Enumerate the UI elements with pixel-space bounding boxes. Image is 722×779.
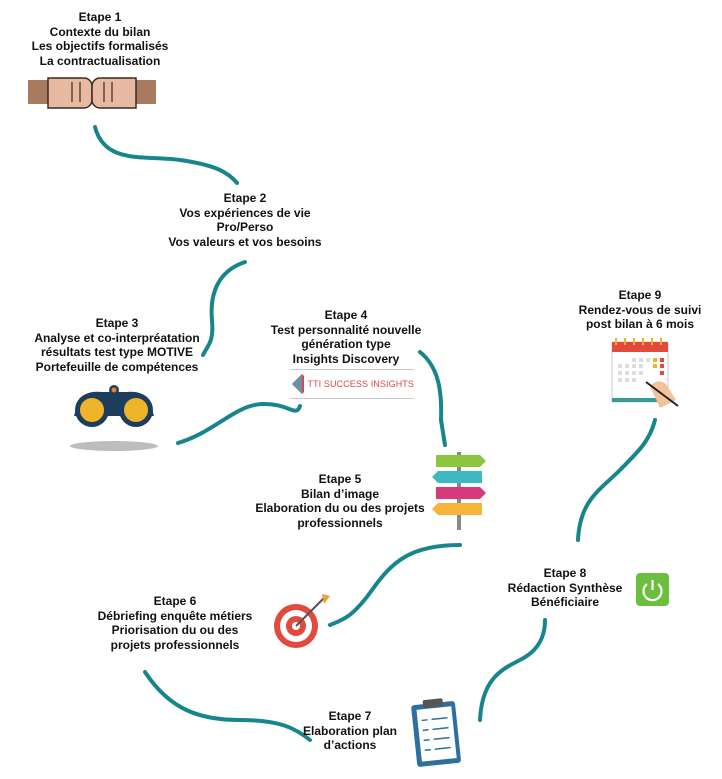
logo-text: TTI SUCCESS INSIGHTS <box>307 379 414 389</box>
step-line: Contexte du bilan <box>49 24 151 39</box>
step-line: Bilan d’image <box>300 486 380 501</box>
step-line: Priorisation du ou des <box>111 623 239 637</box>
step-line: Bénéficiaire <box>530 595 600 609</box>
step-9: Etape 9 Rendez-vous de suivi post bilan … <box>579 288 702 332</box>
checklist-clipboard-icon <box>411 698 461 767</box>
step-line: Pro/Perso <box>216 220 274 234</box>
connector-4-5 <box>418 350 447 447</box>
step-title: Etape 8 <box>543 566 587 580</box>
step-title: Etape 9 <box>618 288 662 302</box>
step-line: Vos expériences de vie <box>179 205 311 220</box>
connector-7-8 <box>478 618 547 722</box>
step-line: résultats test type MOTIVE <box>40 345 194 359</box>
step-1: Etape 1 Contexte du bilan Les objectifs … <box>32 10 169 68</box>
step-title: Etape 6 <box>153 594 197 608</box>
step-title: Etape 4 <box>324 308 368 322</box>
step-title: Etape 3 <box>95 316 139 330</box>
step-line: La contractualisation <box>39 53 161 68</box>
step-line: professionnels <box>297 515 383 530</box>
step-line: d’actions <box>323 738 377 752</box>
step-line: Débriefing enquête métiers <box>97 608 253 623</box>
step-line: Elaboration du ou des projets <box>255 501 425 515</box>
step-title: Etape 2 <box>223 191 267 205</box>
tti-diamond-icon <box>292 374 305 394</box>
step-line: Test personnalité nouvelle <box>270 322 422 337</box>
step-line: génération type <box>301 337 391 351</box>
step-line: Rendez-vous de suivi <box>578 302 702 317</box>
step-title: Etape 1 <box>78 10 122 24</box>
calendar-icon <box>611 338 679 408</box>
step-line: Analyse et co-interpréatation <box>34 330 200 345</box>
binoculars-icon <box>70 385 158 451</box>
tti-success-insights-logo: TTI SUCCESS INSIGHTS <box>290 369 414 399</box>
step-6: Etape 6 Débriefing enquête métiers Prior… <box>98 594 253 652</box>
step-line: Les objectifs formalisés <box>31 39 169 53</box>
step-line: Rédaction Synthèse <box>507 580 623 595</box>
step-7: Etape 7 Elaboration plan d’actions <box>303 709 397 753</box>
connector-5-6 <box>328 543 462 627</box>
step-line: projets professionnels <box>110 637 240 652</box>
power-button-icon <box>636 573 669 606</box>
target-icon <box>274 594 330 648</box>
connector-3-4 <box>176 401 302 445</box>
step-line: Portefeuille de compétences <box>35 359 199 374</box>
step-5: Etape 5 Bilan d’image Elaboration du ou … <box>255 472 424 530</box>
step-line: Elaboration plan <box>302 723 398 738</box>
step-2: Etape 2 Vos expériences de vie Pro/Perso… <box>168 191 321 249</box>
step-line: post bilan à 6 mois <box>585 317 695 331</box>
step-line: Insights Discovery <box>292 351 400 366</box>
signpost-icon <box>432 452 486 530</box>
step-line: Vos valeurs et vos besoins <box>168 234 322 249</box>
connector-1-2 <box>93 125 239 185</box>
step-3: Etape 3 Analyse et co-interpréatation ré… <box>34 316 199 374</box>
connector-6-7 <box>143 670 312 742</box>
step-title: Etape 7 <box>328 709 372 723</box>
step-4: Etape 4 Test personnalité nouvelle génér… <box>271 308 421 366</box>
fist-bump-icon <box>28 77 156 109</box>
connector-8-9 <box>576 418 657 542</box>
step-8: Etape 8 Rédaction Synthèse Bénéficiaire <box>508 566 623 610</box>
connector-2-3 <box>201 260 247 357</box>
step-title: Etape 5 <box>318 472 362 486</box>
